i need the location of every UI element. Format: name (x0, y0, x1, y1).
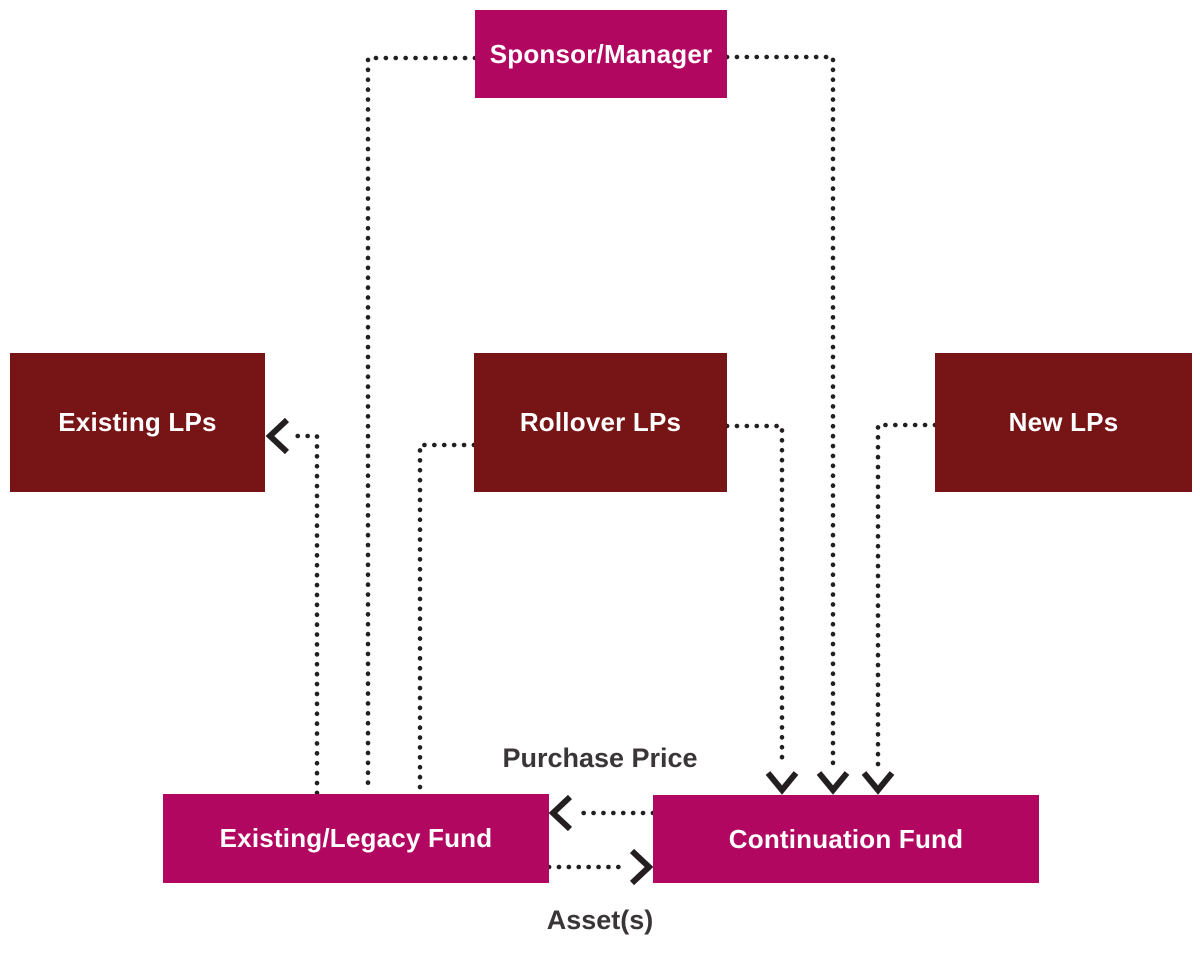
arrowhead-right-icon (629, 848, 654, 886)
node-existing-lps-label: Existing LPs (58, 407, 217, 437)
node-existing-legacy-fund: Existing/Legacy Fund (163, 794, 549, 883)
node-new-lps: New LPs (935, 353, 1192, 492)
edge-label-purchase-price: Purchase Price (400, 743, 800, 774)
node-existing-lps: Existing LPs (10, 353, 265, 492)
connector-new-lps-to-continuation-fund (861, 422, 938, 795)
connector-sponsor-to-continuation-fund (724, 54, 850, 795)
connector-rollover-lps-to-legacy-fund (417, 442, 477, 795)
connector-legacy-fund-to-existing-lps (265, 417, 320, 796)
node-continuation-fund: Continuation Fund (653, 795, 1039, 883)
node-sponsor-manager-label: Sponsor/Manager (489, 38, 713, 69)
arrowhead-down-icon (765, 771, 799, 795)
connector-assets (546, 848, 654, 886)
node-existing-legacy-fund-label: Existing/Legacy Fund (219, 823, 493, 853)
assets-text: Asset(s) (546, 905, 654, 935)
node-new-lps-label: New LPs (1008, 407, 1119, 437)
arrowhead-down-icon (861, 771, 895, 795)
arrowhead-down-icon (816, 771, 850, 795)
node-sponsor-manager: Sponsor/Manager (475, 10, 727, 98)
connector-sponsor-to-legacy-fund (365, 55, 478, 795)
node-rollover-lps-label: Rollover LPs (519, 407, 682, 437)
node-rollover-lps: Rollover LPs (474, 353, 727, 492)
edge-label-assets: Asset(s) (400, 905, 800, 936)
connector-rollover-lps-to-continuation-fund (724, 423, 799, 795)
node-continuation-fund-label: Continuation Fund (728, 823, 964, 854)
arrowhead-left-icon (548, 794, 573, 832)
arrowhead-left-icon (265, 417, 290, 455)
purchase-price-text: Purchase Price (502, 743, 698, 773)
connector-purchase-price (548, 794, 656, 832)
